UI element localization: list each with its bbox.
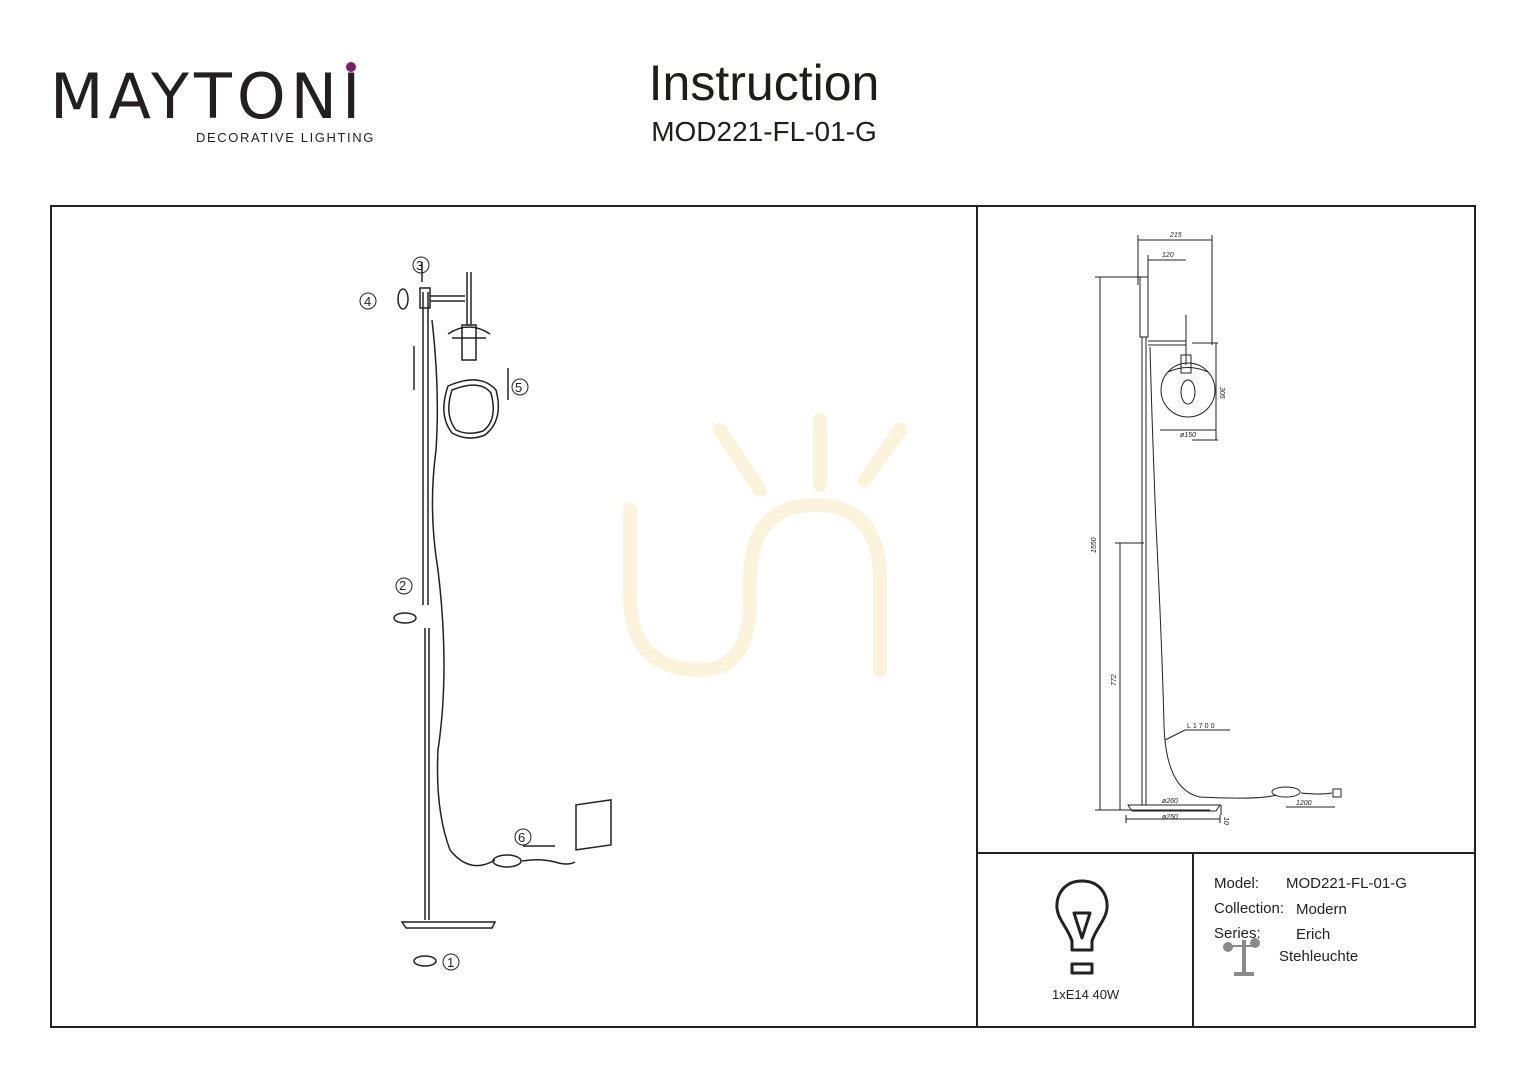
page-model-code: MOD221-FL-01-G [651,116,877,147]
bulb-spec: 1xE14 40W [1052,987,1120,1002]
page-title: Instruction [648,55,880,111]
assembly-diagram: 1 2 3 4 5 6 [359,256,612,971]
brand-logo-accent-dot [346,62,356,72]
brand-tagline: DECORATIVE LIGHTING [196,130,375,145]
spec-panel-divider [1192,852,1194,1028]
dim-cable-length: L1700 [1187,723,1216,730]
step-4-label: 4 [364,294,371,309]
bulb-icon [1055,879,1109,975]
spec-type-value: Stehleuchte [1279,948,1359,965]
dim-base-height: 10 [1222,817,1229,825]
dim-base-diameter: ø250 [1162,814,1178,821]
frame-horizontal-divider [976,852,1476,854]
dim-total-height: 1550 [1091,537,1098,553]
dim-shade-diameter: ø150 [1180,432,1196,439]
spec-collection-label: Collection: [1214,900,1285,917]
spec-model-label: Model: [1214,875,1260,892]
dim-base-top: ø260 [1162,798,1178,805]
step-6-label: 6 [518,830,525,845]
dim-width-total: 215 [1169,232,1182,239]
dim-arm-length: 120 [1162,252,1174,259]
step-2-label: 2 [399,578,406,593]
dim-lower-height: 772 [1111,674,1118,686]
step-1-label: 1 [447,955,454,970]
instruction-frame [50,205,1476,1028]
step-5-label: 5 [515,380,522,395]
dim-cord-length: 1200 [1296,800,1312,807]
spec-series-value: Erich [1296,926,1331,943]
spec-series-label: Series: [1214,925,1261,942]
brand-logo-text: MAYTONI [50,60,366,133]
frame-vertical-divider [976,205,978,1028]
watermark-logo [623,413,907,678]
dimension-diagram: 215 120 1550 772 305 ø150 L1700 ø260 ø25… [1091,232,1342,825]
spec-collection-value: Modern [1296,901,1347,918]
step-3-label: 3 [416,258,423,273]
spec-model-value: MOD221-FL-01-G [1286,875,1407,892]
dim-shade-height: 305 [1218,387,1225,399]
floor-lamp-icon [1223,938,1260,976]
